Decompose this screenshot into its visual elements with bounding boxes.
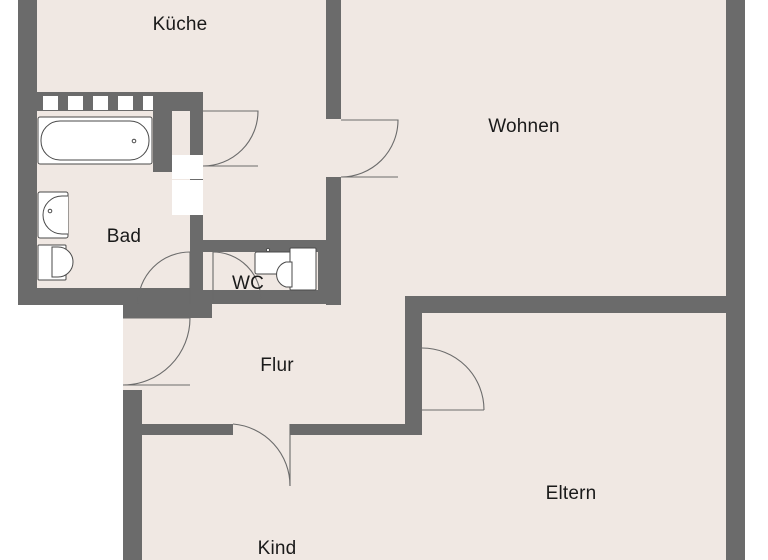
wall-wc-right <box>318 240 330 302</box>
walls <box>18 0 745 560</box>
washbasin-wc-tap <box>265 247 271 253</box>
wall-bad-right-jog <box>153 160 172 172</box>
floor-areas <box>36 0 745 560</box>
wall-flur-kind-left <box>123 424 233 435</box>
counter-mark <box>118 96 133 110</box>
vestibule-niche-2 <box>172 180 203 215</box>
washbasin-bad-fixture <box>37 191 69 239</box>
counter-mark <box>43 96 58 110</box>
counter-mark <box>68 96 83 110</box>
wall-wc-bottom-stub <box>190 290 212 318</box>
kitchen-counter-marks <box>43 96 158 110</box>
door-eltern-arc <box>421 347 485 411</box>
wall-wohnen-eltern <box>405 296 737 313</box>
wall-kueche-wohnen-upper <box>326 0 341 119</box>
washbasin-bad-bowl <box>42 195 68 235</box>
wall-bad-right-upper <box>153 92 172 172</box>
vestibule-niche <box>172 155 203 179</box>
counter-mark <box>93 96 108 110</box>
bathtub-inner <box>40 120 150 161</box>
door-bad-arc <box>137 251 191 305</box>
door-bad-flur <box>137 251 191 305</box>
door-swings <box>122 110 485 487</box>
door-kueche-flur <box>202 110 259 167</box>
toilet-wc-tank <box>289 247 317 291</box>
wall-exterior-right <box>726 0 745 560</box>
bathtub-fixture <box>37 116 153 165</box>
bathtub-drain <box>131 138 137 144</box>
wall-flur-kind-right <box>290 424 422 435</box>
toilet-bad-bowl <box>51 246 74 278</box>
wall-vestibule-left-upper <box>190 92 203 169</box>
door-kueche-arc <box>202 110 259 167</box>
door-wc-arc <box>212 251 262 301</box>
door-wohnen-arc <box>340 119 399 178</box>
door-entrance <box>122 317 191 386</box>
fixtures <box>37 116 317 291</box>
toilet-bad-fixture <box>37 244 74 281</box>
door-entrance-arc <box>122 317 191 386</box>
door-wohnen-flur <box>340 119 399 178</box>
wall-bad-bottom-step <box>123 288 190 318</box>
washbasin-bad-drain <box>47 208 53 214</box>
wall-flur-left-lower <box>123 390 142 560</box>
door-kind-flur <box>232 423 291 487</box>
floor-fill-main <box>36 0 745 560</box>
toilet-wc-fixture <box>276 247 317 291</box>
door-kind-arc <box>232 423 291 487</box>
wall-wc-bottom <box>203 290 330 304</box>
door-eltern-flur <box>421 347 485 411</box>
door-wc-flur <box>212 251 262 301</box>
toilet-wc-bowl <box>276 261 293 288</box>
wall-flur-eltern <box>405 296 422 418</box>
wall-exterior-left <box>18 0 37 305</box>
